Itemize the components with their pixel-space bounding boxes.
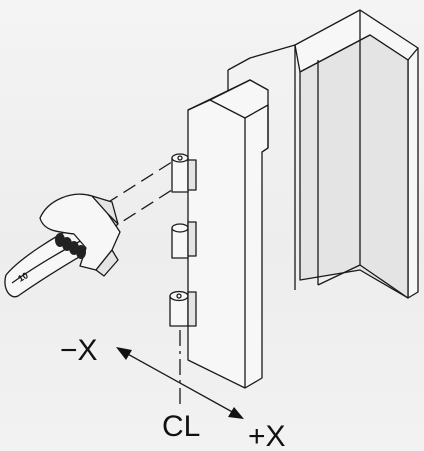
- label-centerline: CL: [162, 410, 200, 443]
- hinge-bottom: [169, 290, 197, 327]
- hinge-top: [171, 153, 197, 193]
- hinge-bottom-cap: [169, 290, 189, 302]
- hinge-set: [87, 153, 197, 327]
- frame-top-lip: [407, 47, 419, 61]
- door-top-lip: [209, 79, 251, 101]
- hinge-top-cap: [171, 153, 189, 163]
- adjustable-wrench: 10: [4, 193, 121, 298]
- door-face: [187, 79, 269, 389]
- door-leaf: [187, 79, 269, 389]
- frame-z-step: [227, 44, 296, 290]
- wrench-leader-lower: [105, 187, 176, 233]
- hinge-middle-leaf: [187, 221, 197, 257]
- axis-annotation: −X CL +X: [60, 330, 286, 451]
- hinge-top-knuckle: [171, 157, 189, 193]
- wrench-worm-screw: [55, 233, 86, 259]
- frame-inner-recess: [299, 34, 409, 299]
- hinge-middle-cap: [171, 223, 189, 233]
- hinge-bottom-pin: [176, 293, 182, 299]
- hinge-top-leaf: [187, 159, 197, 191]
- frame-bottom-edge: [359, 264, 409, 299]
- wrench-handle-ridge: [11, 237, 87, 284]
- direction-arrow-head-plus: [228, 407, 244, 419]
- label-plus-x: +X: [248, 420, 286, 451]
- hinge-middle: [171, 221, 197, 259]
- door-frame: [227, 9, 419, 299]
- wrench-lower-jaw: [95, 249, 119, 277]
- wrench-marking: 10: [16, 270, 30, 284]
- frame-bottom-diagonal: [317, 264, 361, 286]
- wrench-leader-upper: [87, 159, 176, 216]
- door-flange-end: [261, 147, 269, 153]
- door-edge-front: [187, 99, 246, 388]
- hinge-top-pin: [177, 155, 183, 161]
- worm-thread-4: [76, 245, 86, 259]
- direction-arrow-head-minus: [116, 347, 132, 360]
- label-minus-x: −X: [60, 334, 98, 367]
- hinge-bottom-leaf: [187, 291, 197, 327]
- wrench-upper-jaw: [91, 195, 119, 225]
- direction-arrow-shaft: [123, 351, 237, 415]
- door-flange: [244, 104, 269, 148]
